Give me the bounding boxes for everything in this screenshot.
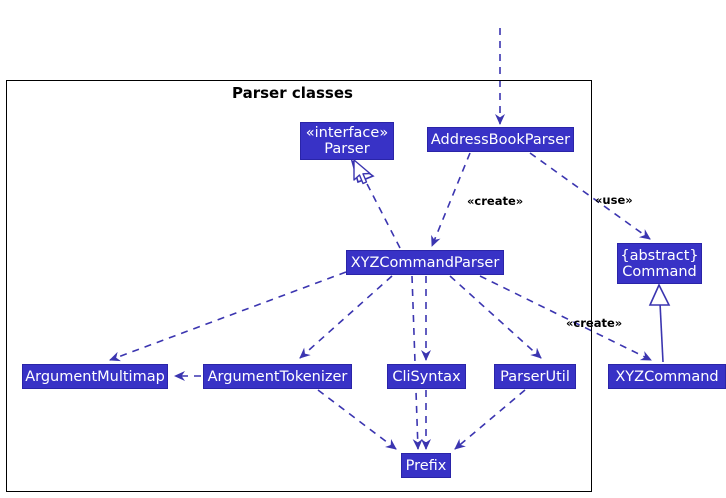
class-node-xyzcommand[interactable]: XYZCommand bbox=[608, 364, 726, 389]
class-name-argumenttokenizer: ArgumentTokenizer bbox=[207, 368, 348, 385]
class-node-command[interactable]: {abstract} Command bbox=[617, 243, 702, 284]
class-name-argumentmultimap: ArgumentMultimap bbox=[25, 368, 165, 385]
class-stereotype-parser: «interface» bbox=[305, 125, 389, 141]
edge-xyzcommand-extends-command bbox=[648, 283, 671, 363]
class-name-command: Command bbox=[622, 263, 697, 280]
class-name-xyzcommand: XYZCommand bbox=[615, 368, 719, 385]
class-name-addressbookparser: AddressBookParser bbox=[430, 131, 571, 148]
class-stereotype-command: {abstract} bbox=[620, 247, 699, 264]
class-node-argumenttokenizer[interactable]: ArgumentTokenizer bbox=[203, 364, 352, 389]
class-node-xyzcommandparser[interactable]: XYZCommandParser bbox=[346, 250, 504, 275]
class-name-xyzcommandparser: XYZCommandParser bbox=[350, 254, 500, 271]
class-node-addressbookparser[interactable]: AddressBookParser bbox=[427, 127, 574, 152]
class-name-prefix: Prefix bbox=[405, 457, 447, 474]
edge-label-create-addressbookparser-xyzcommandparser: «create» bbox=[467, 194, 524, 208]
class-node-parserutil[interactable]: ParserUtil bbox=[494, 364, 576, 389]
class-name-clisyntax: CliSyntax bbox=[392, 368, 461, 385]
class-node-prefix[interactable]: Prefix bbox=[401, 453, 451, 478]
package-title: Parser classes bbox=[232, 84, 353, 102]
class-node-argumentmultimap[interactable]: ArgumentMultimap bbox=[22, 364, 168, 389]
class-name-parser: Parser bbox=[324, 141, 370, 157]
class-node-parser[interactable]: «interface» Parser bbox=[300, 122, 394, 160]
class-node-clisyntax[interactable]: CliSyntax bbox=[387, 364, 466, 389]
package-frame bbox=[6, 80, 592, 492]
edge-label-use-addressbookparser-command: «use» bbox=[595, 193, 633, 207]
edge-label-create-xyzcommandparser-xyzcommand: «create» bbox=[566, 316, 623, 330]
class-name-parserutil: ParserUtil bbox=[500, 368, 570, 385]
